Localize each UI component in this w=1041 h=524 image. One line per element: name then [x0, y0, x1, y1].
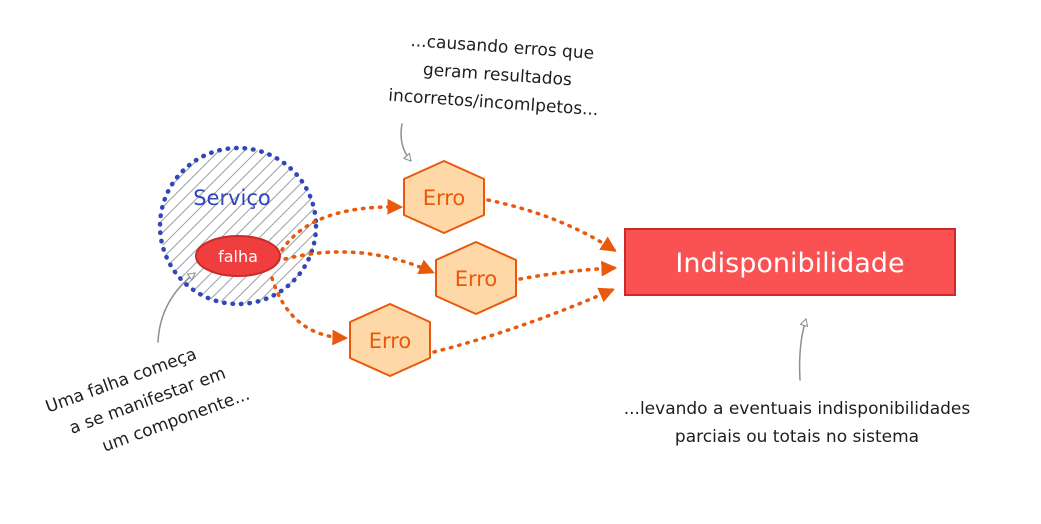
annotation-outcome-line-2: parciais ou totais no sistema: [675, 427, 919, 447]
annotation-errors-line-1: ...causando erros que: [410, 31, 595, 64]
error-node-2: Erro: [435, 241, 517, 315]
error-hexagon: [403, 160, 485, 234]
annotation-outcome-line-1: ...levando a eventuais indisponibilidade…: [624, 399, 971, 419]
flow-failure-to-error-3: [270, 276, 349, 346]
pointer-outcome: [798, 318, 809, 381]
error-hexagon: [435, 241, 517, 315]
flow-failure-to-error-2: [283, 250, 435, 275]
service-node: Serviço: [157, 145, 319, 307]
error-label: Erro: [423, 186, 466, 210]
error-hexagon: [349, 303, 431, 377]
service-label: Serviço: [193, 186, 271, 210]
annotation-errors-line-2: geram resultados: [422, 60, 572, 90]
pointer-errors: [400, 123, 412, 162]
flow-error-1-to-outcome: [486, 198, 617, 252]
annotation-errors: ...causando erros que geram resultados i…: [388, 31, 599, 121]
outcome-label: Indisponibilidade: [675, 248, 904, 279]
failure-label: falha: [218, 247, 258, 266]
annotation-errors-line-3: incorretos/incomlpetos...: [388, 86, 599, 121]
annotation-outcome: ...levando a eventuais indisponibilidade…: [624, 399, 971, 447]
error-label: Erro: [369, 329, 412, 353]
annotation-failure: Uma falha começa a se manifestar em um c…: [43, 344, 253, 456]
error-node-1: Erro: [403, 160, 485, 234]
outcome-box: [624, 228, 956, 296]
failure-shape: [195, 235, 281, 277]
error-label: Erro: [455, 267, 498, 291]
error-node-3: Erro: [349, 303, 431, 377]
flow-failure-to-error-1: [280, 198, 404, 252]
pointer-failure: [157, 272, 196, 343]
failure-node: falha: [195, 235, 281, 277]
service-boundary: [157, 145, 319, 307]
outcome-node: Indisponibilidade: [624, 228, 956, 296]
flow-error-2-to-outcome: [518, 260, 618, 281]
